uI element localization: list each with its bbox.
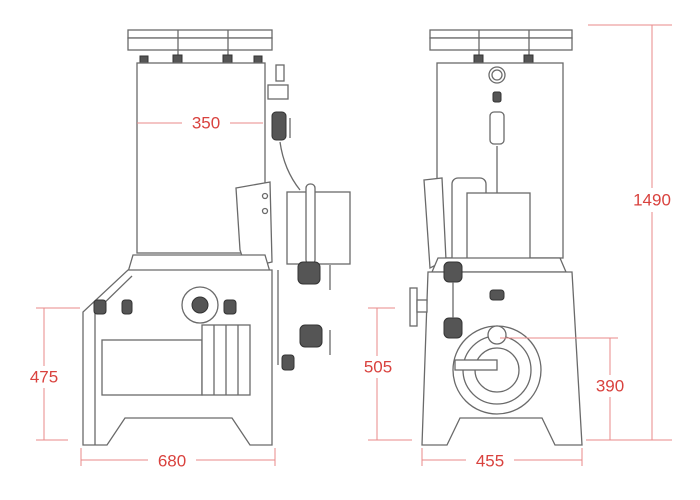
control-box (423, 177, 447, 270)
pump-motor (277, 183, 351, 371)
control-box (235, 181, 273, 269)
dim-label-1490: 1490 (633, 190, 671, 209)
dimension-350 (137, 112, 263, 134)
dim-label-505: 505 (364, 357, 392, 376)
valve-assembly (267, 64, 301, 191)
dimension-475 (22, 307, 80, 441)
dim-label-390: 390 (596, 376, 624, 395)
side-view (82, 29, 351, 446)
dim-label-680: 680 (158, 451, 186, 470)
dimension-505 (356, 307, 412, 441)
dimension-455 (421, 448, 583, 472)
dim-label-350: 350 (192, 113, 220, 132)
pump-motor (466, 192, 531, 266)
dimension-390 (500, 337, 632, 440)
filter-lid (127, 29, 273, 64)
filter-lid (429, 29, 573, 64)
pump-volute (452, 289, 542, 415)
dim-label-455: 455 (476, 451, 504, 470)
dimension-680 (80, 448, 276, 472)
dimension-1490 (586, 24, 680, 441)
front-view (409, 29, 583, 446)
tank (101, 339, 203, 396)
pressure-gauge (488, 66, 506, 193)
dim-label-475: 475 (30, 367, 58, 386)
